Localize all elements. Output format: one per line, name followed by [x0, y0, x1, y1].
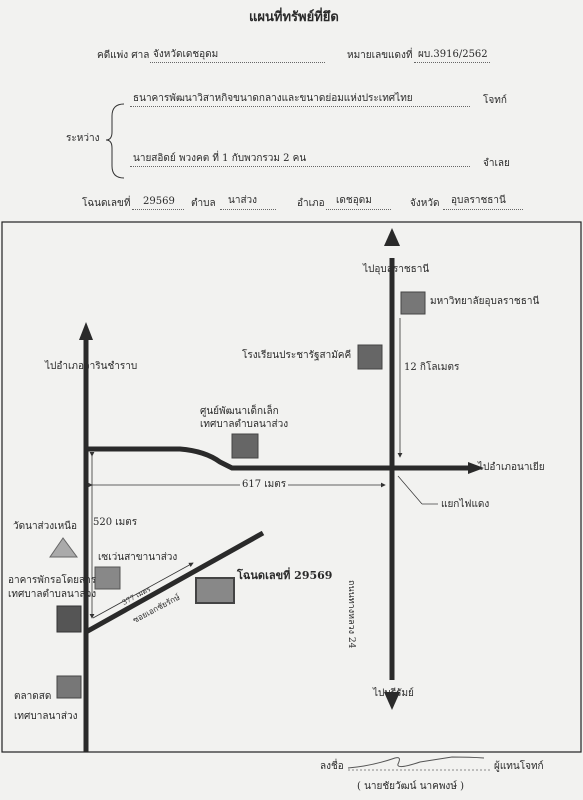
- bus-shelter-label-1: อาคารพักรอโดยสาร: [8, 575, 97, 586]
- deed-label: โฉนดเลขที่: [82, 198, 131, 209]
- school-label: โรงเรียนประชารัฐสามัคคี: [242, 350, 352, 361]
- court-field-line: [150, 62, 325, 63]
- subdistrict-line: [220, 209, 276, 210]
- defendant-role: จำเลย: [483, 158, 510, 169]
- brace-icon: [105, 103, 125, 179]
- case-number-value: ผบ.3916/2562: [418, 49, 488, 60]
- subdistrict-value: นาส่วง: [228, 195, 258, 206]
- plaintiff-line: [130, 106, 470, 107]
- traffic-light-label: แยกไฟแดง: [441, 499, 490, 510]
- market-marker: [56, 675, 82, 699]
- district-value: เดชอุดม: [336, 195, 372, 206]
- childcare-marker: [231, 433, 259, 459]
- plaintiff-role: โจทก์: [483, 95, 507, 106]
- plot-29569-marker: [195, 577, 235, 604]
- highway-24-label: ถนนทางหลวง 24: [346, 580, 356, 649]
- childcare-label-1: ศูนย์พัฒนาเด็กเล็ก: [200, 406, 279, 417]
- deed-line: [132, 209, 184, 210]
- case-number-line: [414, 62, 490, 63]
- plaintiff-value: ธนาคารพัฒนาวิสาหกิจขนาดกลางและขนาดย่อมแห…: [133, 93, 413, 104]
- dist-12km-label: 12 กิโลเมตร: [404, 362, 460, 373]
- to-buriram-label: ไปบุรีรัมย์: [373, 688, 414, 699]
- to-ubon-label: ไปอุบลราชธานี: [363, 264, 430, 275]
- province-label: จังหวัด: [410, 198, 440, 209]
- signature-scribble: [347, 756, 485, 769]
- court-value: จังหวัดเดชอุดม: [153, 49, 219, 60]
- arrow-right-icon: [468, 462, 484, 474]
- dist-520m-label: 520 เมตร: [93, 517, 138, 528]
- temple-label: วัดนาส่วงเหนือ: [13, 521, 78, 532]
- province-line: [443, 209, 523, 210]
- defendant-line: [130, 166, 470, 167]
- between-label: ระหว่าง: [66, 133, 100, 144]
- bus-shelter-label-2: เทศบาลตำบลนาส่วง: [8, 589, 97, 600]
- case-label: คดีแพ่ง ศาล: [97, 50, 150, 61]
- document-title: แผนที่ทรัพย์ที่ยึด: [249, 10, 339, 25]
- traffic-light-leader: [397, 475, 423, 505]
- market-label-1: ตลาดสด: [14, 691, 52, 702]
- seven-eleven-marker: [94, 566, 121, 590]
- seven-eleven-label: เซเว่นสาขานาส่วง: [98, 552, 178, 563]
- bus-shelter-marker: [56, 605, 82, 633]
- arrow-up-icon: [384, 228, 400, 246]
- district-line: [326, 209, 391, 210]
- to-warin-label: ไปอำเภอวารินชำราบ: [45, 361, 138, 372]
- arrow-down-icon: [384, 692, 400, 710]
- market-label-2: เทศบาลนาส่วง: [14, 711, 78, 722]
- district-label: อำเภอ: [297, 198, 325, 209]
- sign-role: ผู้แทนโจทก์: [494, 761, 544, 772]
- subdistrict-label: ตำบล: [191, 198, 216, 209]
- university-label: มหาวิทยาลัยอุบลราชธานี: [430, 296, 540, 307]
- na-yia-road: [86, 446, 470, 471]
- university-marker: [400, 291, 426, 315]
- defendant-value: นายสอิดย์ พวงคต ที่ 1 กับพวกรวม 2 คน: [133, 153, 307, 164]
- school-marker: [357, 344, 383, 370]
- signer-name: ( นายชัยวัฒน์ นาคพงษ์ ): [357, 781, 464, 792]
- plot-label: โฉนดเลขที่ 29569: [237, 569, 333, 582]
- temple-icon: [49, 537, 78, 558]
- childcare-label-2: เทศบาลตำบลนาส่วง: [200, 419, 289, 430]
- soi-road: [84, 530, 265, 635]
- case-number-label: หมายเลขแดงที่: [347, 50, 413, 61]
- sign-label: ลงชื่อ: [320, 761, 344, 772]
- dimension-377m: [92, 562, 194, 619]
- province-value: อุบลราชธานี: [451, 195, 506, 206]
- arrow-up-left-icon: [79, 322, 93, 340]
- map-frame: [1, 221, 582, 753]
- dist-617m-label: 617 เมตร: [240, 479, 289, 491]
- to-natal-label: ไปอำเภอนาเยีย: [478, 462, 545, 473]
- deed-value: 29569: [143, 196, 175, 207]
